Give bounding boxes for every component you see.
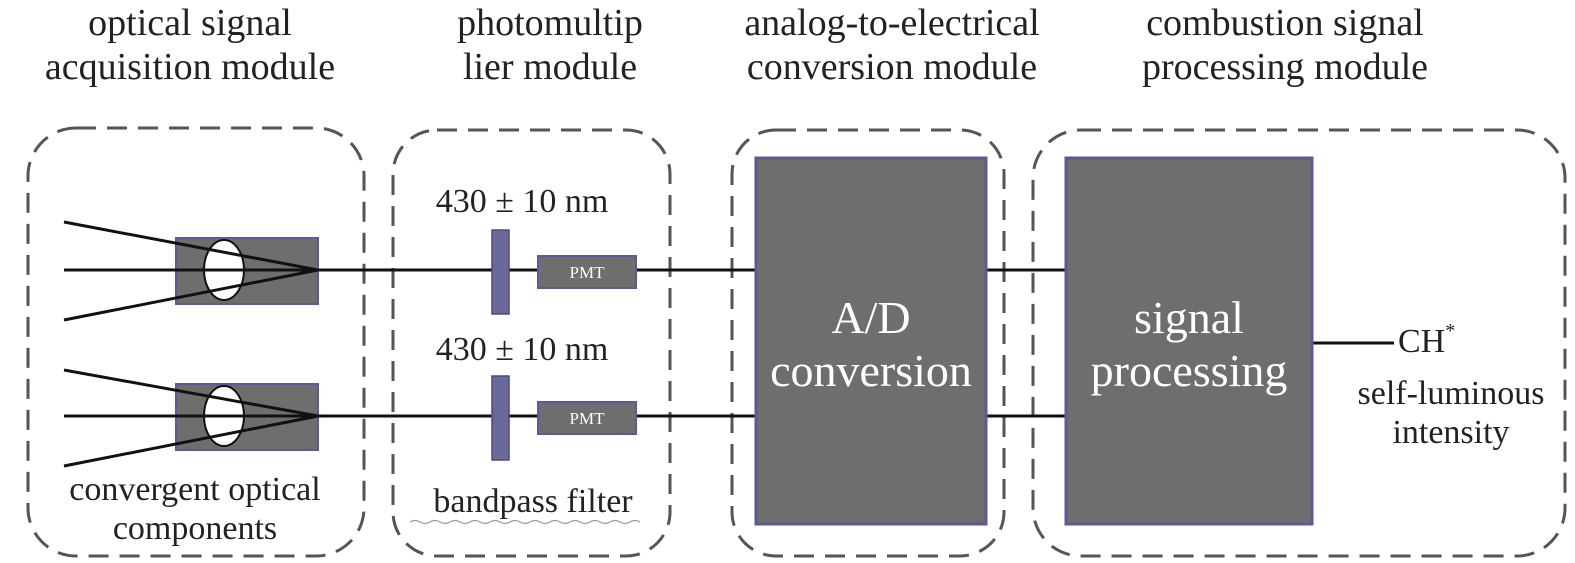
bandpass-filter-top <box>491 229 510 315</box>
title-ad-line1: analog-to-electrical <box>744 2 1040 44</box>
title-proc-line2: processing module <box>1141 45 1428 88</box>
pmt-label-bottom: PMT <box>569 409 605 428</box>
ray-bottom-lower <box>63 414 319 468</box>
pmt-box-bottom <box>537 401 637 435</box>
output-caption: self-luminous intensity <box>1335 374 1567 452</box>
output-species: CH* <box>1398 320 1478 361</box>
title-pm-line2: lier module <box>462 45 638 88</box>
pmt-label-top: PMT <box>569 263 605 282</box>
bandpass-caption: bandpass filter <box>433 483 633 520</box>
title-pm-line1: photomultip <box>457 2 643 44</box>
ad-text-line2: conversion <box>770 344 972 396</box>
ad-text-line1: A/D <box>831 292 911 343</box>
optical-module-frame <box>26 126 366 558</box>
title-ad-module: analog-to-electrical conversion module <box>696 2 1088 89</box>
proc-text-line2: processing <box>1090 344 1288 396</box>
ray-top-lower <box>63 268 319 322</box>
bandpass-filter-bottom <box>491 375 510 461</box>
ray-bottom-upper <box>63 368 319 418</box>
processing-module-frame <box>1031 128 1567 558</box>
optics-caption: convergent optical components <box>20 470 370 548</box>
title-optical-module: optical signal acquisition module <box>10 2 370 89</box>
optics-caption-line2: components <box>112 510 278 548</box>
title-proc-line1: combustion signal <box>1146 2 1424 44</box>
title-ad-line2: conversion module <box>746 45 1038 88</box>
output-line2: intensity <box>1392 414 1510 452</box>
ad-conversion-box <box>754 156 988 526</box>
title-optical-line2: acquisition module <box>44 45 336 88</box>
proc-text-line1: signal <box>1134 292 1244 343</box>
ad-module-frame <box>730 128 1006 558</box>
title-processing-module: combustion signal processing module <box>1090 2 1480 89</box>
signal-processing-box <box>1064 156 1314 526</box>
filter-wavelength-bottom: 430 ± 10 nm <box>435 331 609 368</box>
optics-caption-line1: convergent optical <box>69 471 321 508</box>
output-species-text: CH <box>1398 323 1446 360</box>
pmt-box-top <box>537 255 637 289</box>
title-photomultiplier-module: photomultip lier module <box>400 2 700 89</box>
output-superscript: * <box>1445 320 1456 342</box>
output-line1: self-luminous <box>1357 375 1545 412</box>
photomultiplier-module-frame <box>391 128 672 558</box>
ray-top-upper <box>63 220 319 272</box>
signal-processing-text: signal processing <box>1066 292 1312 398</box>
bandpass-underline <box>409 519 641 525</box>
filter-wavelength-top: 430 ± 10 nm <box>435 183 609 220</box>
ad-conversion-text: A/D conversion <box>756 292 986 398</box>
title-optical-line1: optical signal <box>88 2 292 44</box>
